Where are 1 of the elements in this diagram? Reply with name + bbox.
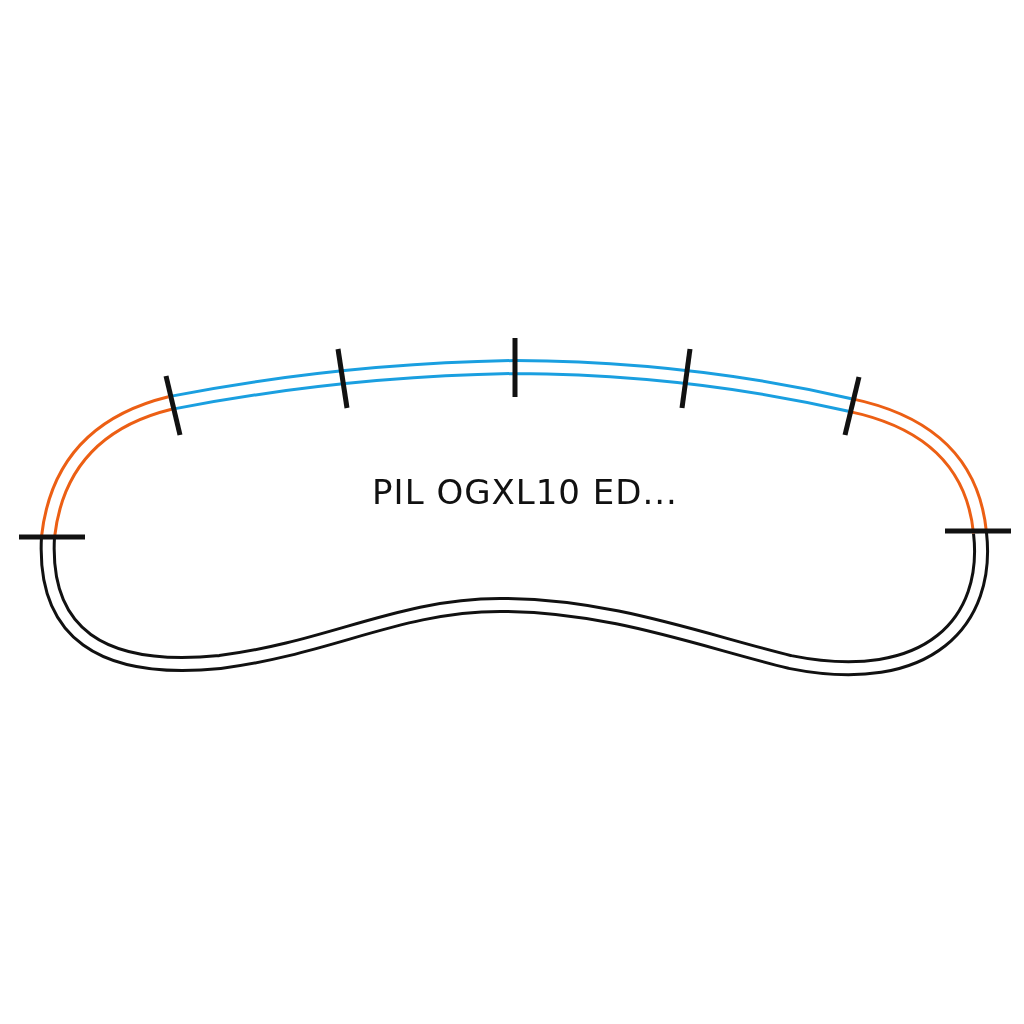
track-label: PIL OGXL10 ED... bbox=[371, 472, 679, 512]
